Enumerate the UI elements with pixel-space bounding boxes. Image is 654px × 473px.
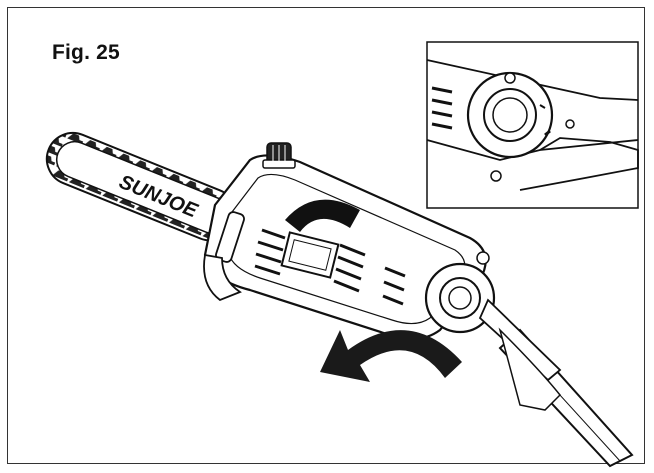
vent-grille (254, 228, 406, 306)
angle-adjust-hub (424, 251, 562, 411)
motor-housing (203, 142, 487, 341)
figure-label: Fig. 25 (52, 41, 120, 64)
guide-bar: SUNJOE (45, 131, 238, 242)
rotate-arrow-icon (320, 330, 462, 382)
knob-icon (262, 142, 296, 169)
inset-detail (426, 41, 639, 209)
